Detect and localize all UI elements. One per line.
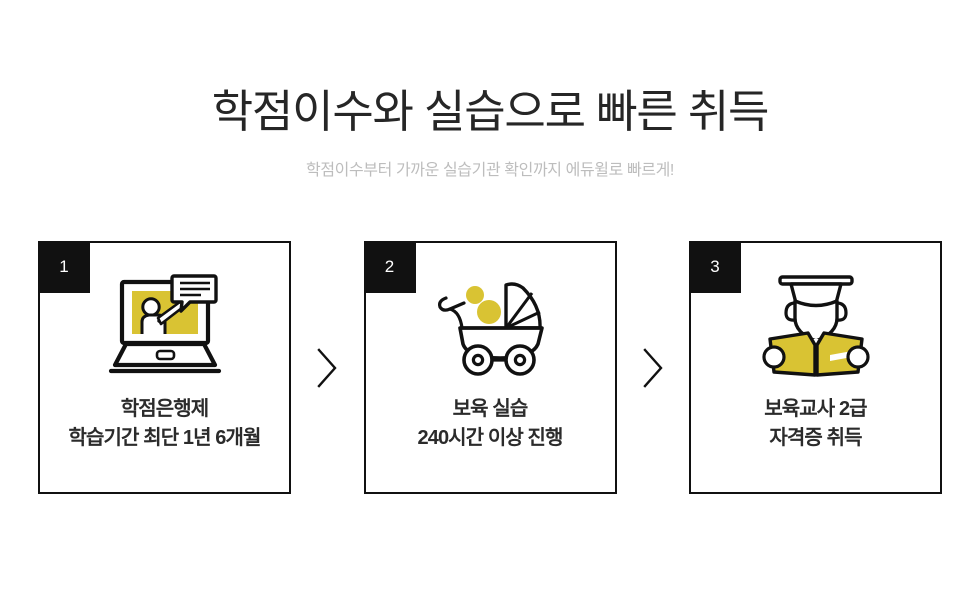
step-label-1: 학점은행제 학습기간 최단 1년 6개월: [40, 395, 289, 453]
laptop-lecture-icon: [40, 271, 289, 381]
step-label-line2: 240시간 이상 진행: [417, 427, 564, 449]
page-title: 학점이수와 실습으로 빠른 취득: [211, 86, 770, 137]
page-subtitle: 학점이수부터 가까운 실습기관 확인까지 에듀윌로 빠르게!: [306, 162, 674, 179]
step-label-2: 보육 실습 240시간 이상 진행: [366, 395, 615, 453]
step-card-1: 1: [38, 241, 291, 494]
step-number-badge: 3: [689, 241, 741, 293]
step-label-line1: 보육 실습: [452, 398, 529, 420]
chevron-right-icon: [296, 346, 358, 390]
step-number-badge: 1: [38, 241, 90, 293]
step-card-2: 2: [363, 241, 617, 494]
step-card-3: 3: [689, 241, 942, 494]
chevron-right-icon: [622, 346, 684, 390]
graduate-reading-book-icon: [691, 271, 940, 381]
step-label-line2: 학습기간 최단 1년 6개월: [68, 427, 262, 449]
step-label-line1: 학점은행제: [120, 398, 209, 420]
header: 학점이수와 실습으로 빠른 취득 학점이수부터 가까운 실습기관 확인까지 에듀…: [0, 84, 980, 182]
step-label-line2: 자격증 취득: [769, 427, 862, 449]
step-list: 1: [38, 241, 942, 494]
step-label-line1: 보육교사 2급: [764, 398, 867, 420]
step-label-3: 보육교사 2급 자격증 취득: [691, 395, 940, 453]
baby-stroller-icon: [366, 271, 615, 381]
step-number-badge: 2: [363, 241, 416, 293]
